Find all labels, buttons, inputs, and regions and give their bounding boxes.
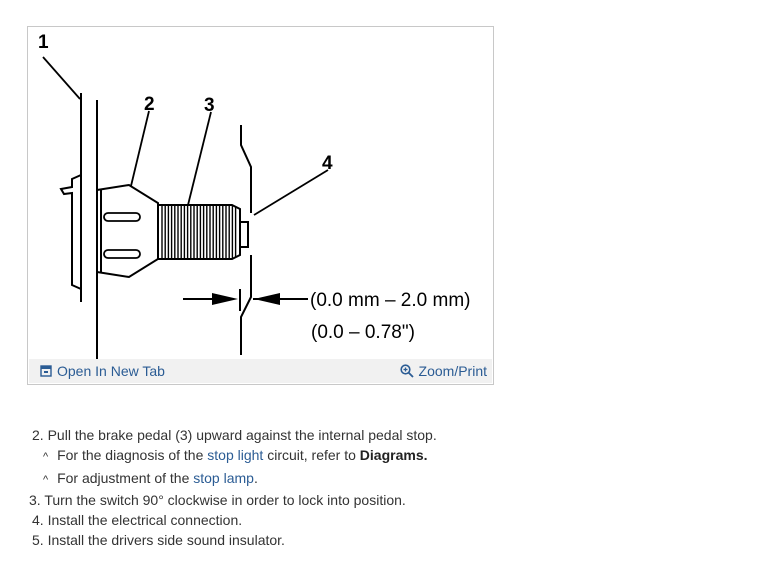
open-new-tab-link[interactable]: Open In New Tab bbox=[40, 363, 165, 379]
step-number: 2. bbox=[32, 427, 44, 443]
stop-light-link[interactable]: stop light bbox=[207, 447, 264, 464]
step-text: Pull the brake pedal (3) upward against … bbox=[47, 427, 437, 443]
zoom-print-label: Zoom/Print bbox=[418, 363, 487, 379]
switch-diagram: 1 2 3 4 (0.0 mm – 2.0 mm) (0.0 – 0.78") bbox=[38, 32, 470, 362]
instruction-steps: 2. Pull the brake pedal (3) upward again… bbox=[29, 425, 437, 551]
step-3: 3. Turn the switch 90° clockwise in orde… bbox=[29, 490, 437, 510]
callout-2: 2 bbox=[144, 94, 155, 115]
open-new-tab-label: Open In New Tab bbox=[57, 363, 165, 379]
substep-adjustment: ^ For adjustment of the stop lamp. bbox=[29, 468, 437, 490]
figure-card: 1 2 3 4 (0.0 mm – 2.0 mm) (0.0 – 0.78") … bbox=[27, 26, 494, 385]
step-number: 5. bbox=[32, 532, 44, 549]
zoom-print-link[interactable]: Zoom/Print bbox=[399, 363, 487, 379]
substep-text: . bbox=[253, 469, 258, 486]
caret-icon: ^ bbox=[43, 473, 49, 486]
open-new-tab-icon bbox=[40, 365, 52, 377]
substep-diagnosis: ^ For the diagnosis of the stop light ci… bbox=[29, 445, 437, 467]
substep-text: For adjustment of the bbox=[57, 469, 190, 486]
step-4: 4. Install the electrical connection. bbox=[29, 510, 437, 530]
callout-3: 3 bbox=[204, 95, 215, 116]
substep-text: circuit, refer to bbox=[267, 447, 356, 464]
callout-4: 4 bbox=[322, 153, 333, 174]
step-text: Turn the switch 90° clockwise in order t… bbox=[44, 491, 406, 508]
step-number: 4. bbox=[32, 512, 44, 529]
diagrams-link-text: Diagrams. bbox=[359, 447, 428, 464]
dimension-inch-label: (0.0 – 0.78") bbox=[311, 322, 415, 343]
step-text: Install the drivers side sound insulator… bbox=[47, 532, 285, 549]
step-5: 5. Install the drivers side sound insula… bbox=[29, 530, 437, 550]
step-2: 2. Pull the brake pedal (3) upward again… bbox=[29, 425, 437, 445]
stop-lamp-link[interactable]: stop lamp bbox=[193, 469, 254, 486]
step-text: Install the electrical connection. bbox=[47, 512, 243, 529]
step-number: 3. bbox=[29, 491, 41, 508]
substep-text: For the diagnosis of the bbox=[57, 447, 204, 464]
caret-icon: ^ bbox=[43, 451, 49, 464]
zoom-icon bbox=[399, 364, 414, 378]
dimension-mm-label: (0.0 mm – 2.0 mm) bbox=[310, 290, 470, 311]
callout-1: 1 bbox=[38, 32, 49, 53]
figure-toolbar: Open In New Tab Zoom/Print bbox=[29, 359, 492, 383]
